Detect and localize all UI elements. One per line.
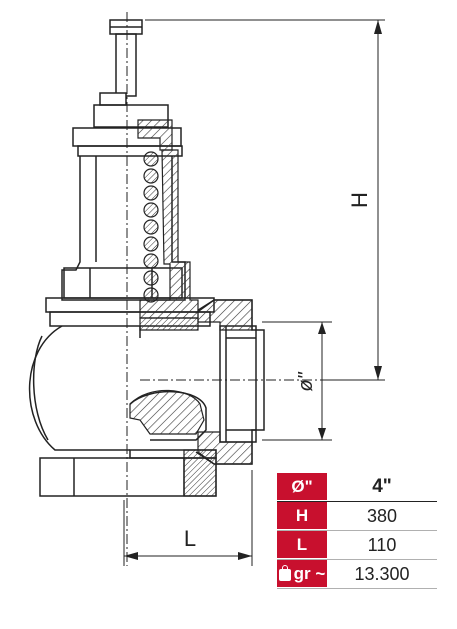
dimension-h-label: H xyxy=(347,192,372,208)
spec-label-height: H xyxy=(277,502,327,530)
spec-row-weight: gr ~ 13.300 xyxy=(277,560,437,589)
dimension-diameter-label: ø" xyxy=(295,371,317,391)
spec-value-length: 110 xyxy=(367,534,397,555)
spring xyxy=(143,151,159,303)
spec-row-diameter: Ø" 4" xyxy=(277,473,437,502)
spec-row-height: H 380 xyxy=(277,502,437,531)
centerlines xyxy=(126,12,330,566)
section-hatch xyxy=(129,119,253,497)
dimension-lines xyxy=(123,19,385,566)
dimension-l-label: L xyxy=(184,526,196,551)
spec-label-weight: gr ~ xyxy=(277,560,327,588)
dimension-arrows xyxy=(124,20,382,560)
spec-value-height: 380 xyxy=(366,505,398,526)
weight-icon xyxy=(278,564,291,581)
spec-label-length: L xyxy=(277,531,327,559)
spec-label-weight-text: gr ~ xyxy=(293,563,326,583)
spec-table: Ø" 4" H 380 L 110 gr ~ 13.300 xyxy=(277,473,437,589)
spec-value-diameter: 4" xyxy=(372,476,392,497)
spec-row-length: L 110 xyxy=(277,531,437,560)
spec-label-diameter: Ø" xyxy=(277,473,327,501)
spec-value-weight: 13.300 xyxy=(354,563,410,584)
